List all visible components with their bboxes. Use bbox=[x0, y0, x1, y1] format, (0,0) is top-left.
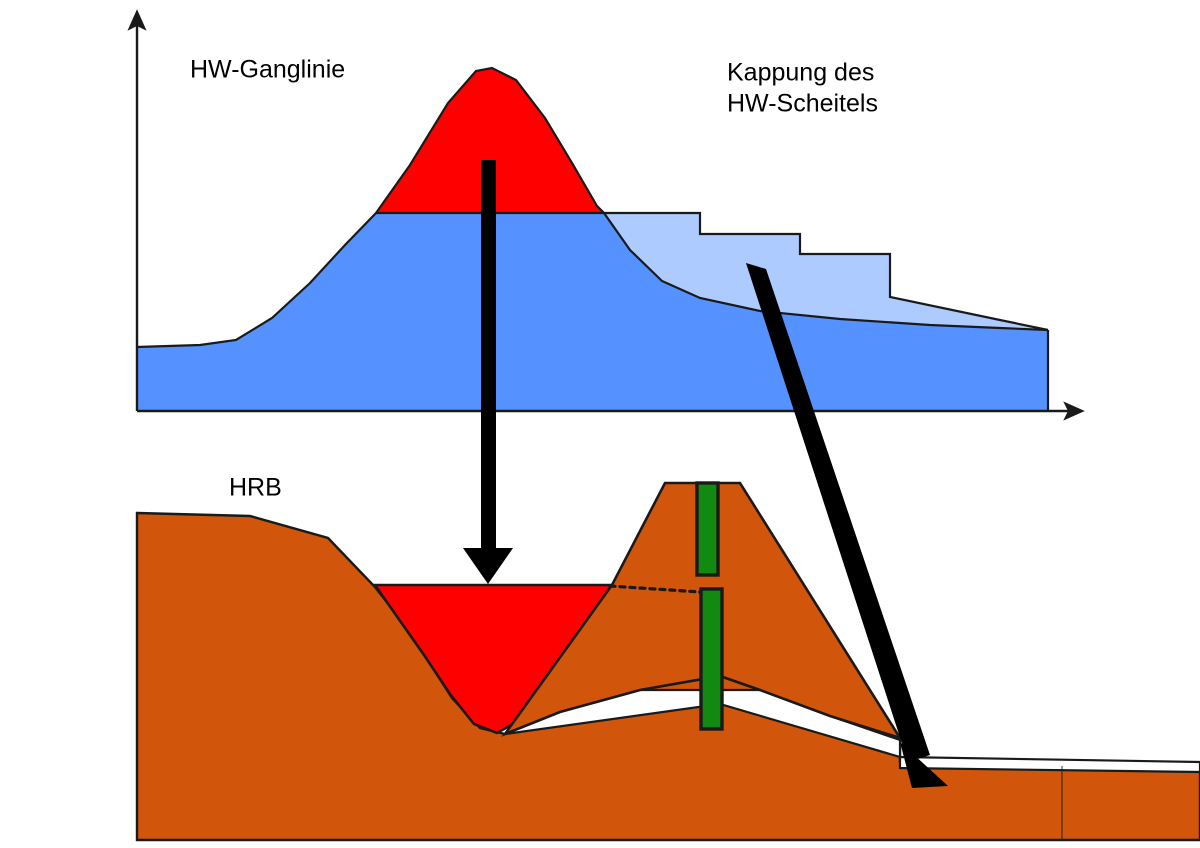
label-kappung-line-1: Kappung des bbox=[727, 59, 874, 87]
peak-to-basin-arrow bbox=[463, 160, 513, 584]
outlet-shaft-upper bbox=[695, 481, 720, 577]
outlet-conduit bbox=[699, 587, 724, 731]
label-hw-ganglinie: HW-Ganglinie bbox=[190, 56, 345, 84]
series-area-flood-peak bbox=[376, 68, 604, 213]
stepped-release-outline bbox=[604, 211, 1049, 332]
hydrograph-chart bbox=[127, 9, 1085, 421]
series-area-base-outflow bbox=[137, 213, 1048, 411]
hrb-cross-section bbox=[135, 481, 1200, 842]
label-hrb: HRB bbox=[229, 474, 282, 502]
annotation-arrows bbox=[463, 160, 948, 788]
water-level-line bbox=[608, 584, 702, 594]
release-to-outlet-arrow bbox=[746, 263, 948, 788]
label-kappung-line-2: HW-Scheitels bbox=[727, 90, 878, 118]
figure-labels: HW-Ganglinie Kappung des HW-Scheitels HR… bbox=[190, 56, 878, 502]
